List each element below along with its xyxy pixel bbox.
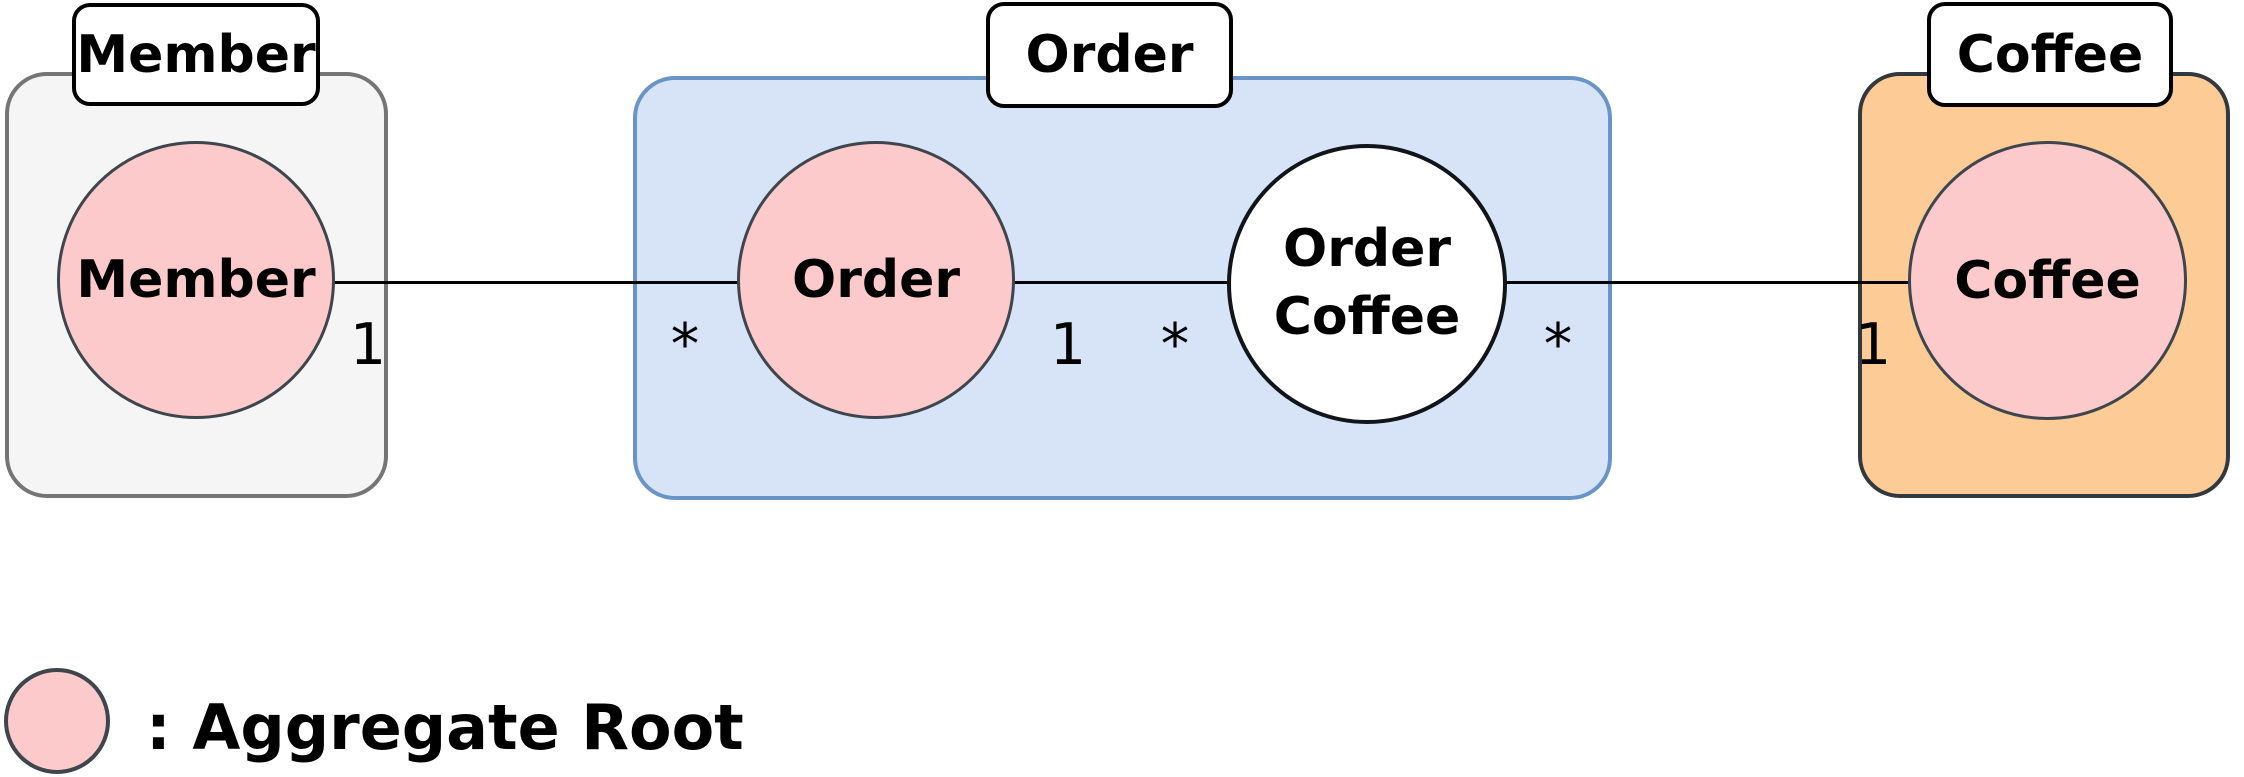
coffee-entity-label: Coffee xyxy=(1954,250,2141,311)
multiplicity-order-coffee-left: * xyxy=(1160,312,1190,378)
member-entity-circle: Member xyxy=(57,141,335,419)
legend-label: : Aggregate Root xyxy=(146,691,744,764)
coffee-aggregate-title: Coffee xyxy=(1927,2,2173,107)
order-aggregate-title-label: Order xyxy=(1025,25,1194,85)
order-coffee-entity-label-line1: Order xyxy=(1283,219,1451,280)
multiplicity-order-coffee-right: * xyxy=(1543,312,1573,378)
aggregate-root-legend-circle xyxy=(4,668,110,774)
multiplicity-member-side: 1 xyxy=(349,312,387,378)
order-entity-label: Order xyxy=(792,250,960,310)
relationship-line xyxy=(196,281,2047,284)
multiplicity-order-left: * xyxy=(670,312,700,378)
coffee-entity-circle: Coffee xyxy=(1908,141,2187,420)
multiplicity-coffee-side: 1 xyxy=(1854,312,1892,378)
order-coffee-entity-label-line2: Coffee xyxy=(1273,287,1461,347)
order-entity-circle: Order xyxy=(737,141,1015,419)
member-entity-label: Member xyxy=(76,250,316,310)
member-aggregate-title-label: Member xyxy=(76,24,316,85)
coffee-aggregate-title-label: Coffee xyxy=(1956,24,2144,85)
order-coffee-entity-circle: Order Coffee xyxy=(1227,144,1507,424)
multiplicity-order-right: 1 xyxy=(1049,312,1087,378)
order-aggregate-title: Order xyxy=(986,2,1233,108)
member-aggregate-title: Member xyxy=(72,3,320,106)
